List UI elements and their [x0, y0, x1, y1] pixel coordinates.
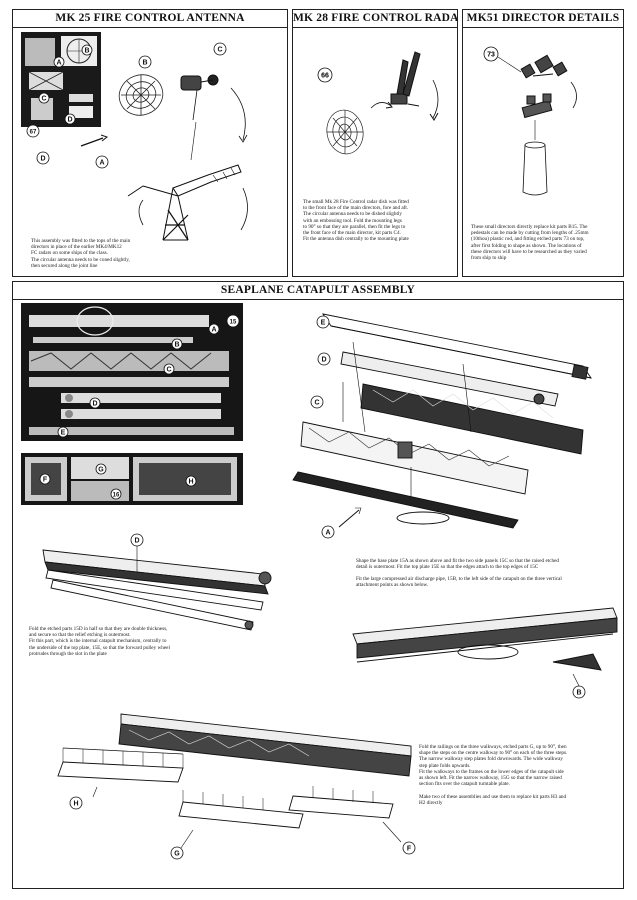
mk25-note: This assembly was fitted to the tops of …	[31, 238, 131, 269]
assembly-callout-d: D	[321, 357, 326, 364]
mk25-fret-callout-c: C	[41, 96, 46, 103]
mk51-director-drawing: 73	[483, 46, 577, 196]
mk51-note: These small directors directly replace k…	[471, 224, 589, 262]
fret-number-16: 16	[113, 493, 120, 499]
mk25-fret-callout-b: B	[84, 48, 89, 55]
mk51-callout-73: 73	[487, 52, 495, 59]
fret-callout-h: H	[188, 479, 193, 486]
assembly-callout-a: A	[325, 530, 330, 537]
assembly-callout-e: E	[321, 320, 326, 327]
catapult-fret-callouts: A B C D E 15 F G H 16	[39, 314, 240, 500]
mk25-fret-drawing	[25, 36, 97, 120]
assembly-callout-c: C	[314, 400, 319, 407]
catapult-pipe-drawing: B	[352, 607, 618, 699]
mk25-antenna-drawing	[80, 74, 248, 241]
catapult-mechanism-drawing: D	[42, 533, 272, 631]
mk25-callout-a: A	[99, 160, 104, 167]
fret-callout-g: G	[98, 467, 104, 474]
catapult-base-note: Shape the base plate 15A as shown above …	[356, 558, 559, 571]
mk25-callout-d: D	[40, 156, 45, 163]
catapult-fold-note: Fold the etched parts 15D in half so tha…	[29, 626, 170, 657]
mk25-callout-c: C	[217, 47, 222, 54]
mk51-title: MK51 DIRECTOR DETAILS	[463, 10, 623, 28]
fret-number-15: 15	[230, 320, 237, 326]
catapult-fret-15-drawing	[29, 306, 234, 435]
mk28-title: MK 28 FIRE CONTROL RADAR	[293, 10, 457, 28]
walkway-callout-h: H	[73, 801, 78, 808]
walkway-callout-g: G	[174, 851, 180, 858]
catapult-air-note: Fit the large compressed air discharge p…	[356, 576, 562, 589]
mechanism-callout-d: D	[134, 538, 139, 545]
mk25-fret-callout-d: D	[67, 117, 72, 124]
catapult-panel: SEAPLANE CATAPULT ASSEMBLY	[12, 281, 624, 889]
fret-callout-a: A	[211, 327, 216, 334]
mk28-radar-drawing: 66	[317, 51, 439, 155]
catapult-fret-15	[21, 303, 243, 441]
mk28-panel: MK 28 FIRE CONTROL RADAR 66 The small Mk…	[292, 9, 458, 277]
fret-callout-b: B	[174, 342, 179, 349]
fret-callout-f: F	[43, 477, 48, 484]
mk25-callout-b: B	[142, 60, 147, 67]
fret-callout-d: D	[92, 401, 97, 408]
catapult-walkway-drawing: H G F	[57, 713, 416, 860]
mk25-fret-callout-a: A	[56, 60, 61, 67]
mk51-panel: MK51 DIRECTOR DETAILS 73 These small dir…	[462, 9, 624, 277]
pipe-callout-b: B	[576, 690, 581, 697]
fret-callout-c: C	[166, 367, 171, 374]
catapult-exploded-drawing: E D C A	[292, 313, 592, 539]
mk25-callouts: A B C D A B C D 67	[26, 42, 227, 169]
mk28-note: The small Mk 28 Fire Control radar dish …	[303, 199, 409, 243]
fret-callout-e: E	[61, 430, 66, 437]
catapult-walkway-note: Fold the railings on the three walkways,…	[419, 744, 568, 806]
walkway-callout-f: F	[407, 846, 412, 853]
mk25-title: MK 25 FIRE CONTROL ANTENNA	[13, 10, 287, 28]
mk25-panel: MK 25 FIRE CONTROL ANTENNA A B C	[12, 9, 288, 277]
mk28-callout-66: 66	[321, 73, 329, 80]
mk25-fret-number: 67	[30, 130, 37, 136]
catapult-title: SEAPLANE CATAPULT ASSEMBLY	[13, 282, 623, 300]
